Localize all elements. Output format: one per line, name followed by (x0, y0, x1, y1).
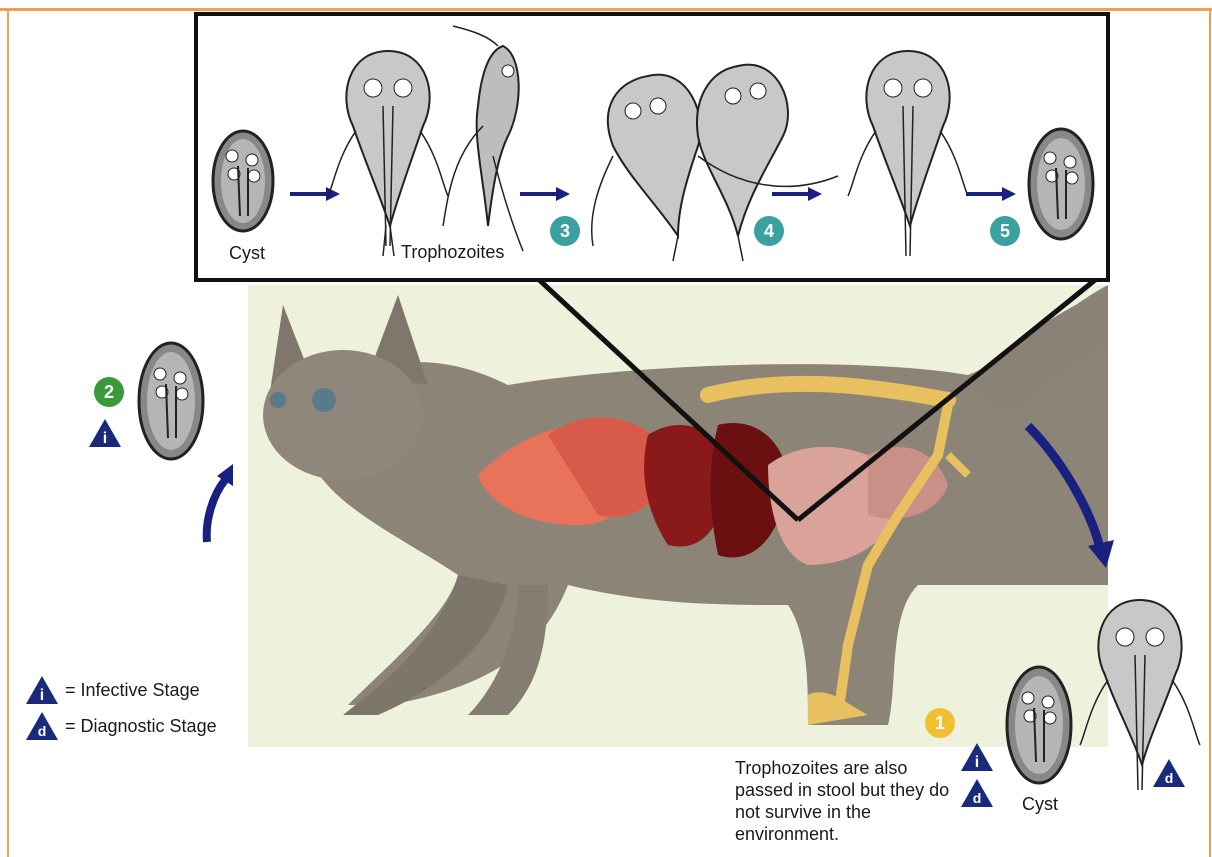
legend-diagnostic-text: = Diagnostic Stage (65, 716, 217, 737)
diagnostic-triangle-icon: d (1152, 758, 1186, 788)
arrow-icon (520, 184, 570, 204)
step-3-badge: 3 (550, 216, 580, 246)
trophozoite-note: Trophozoites are also passed in stool bu… (735, 757, 965, 845)
curved-arrow-down-icon (1020, 418, 1120, 568)
step-1-badge: 1 (925, 708, 955, 738)
legend-diagnostic: d = Diagnostic Stage (25, 711, 217, 741)
lifecycle-inset: Cyst Trophozoites 3 4 5 (194, 12, 1110, 282)
step-2-badge: 2 (94, 377, 124, 407)
cyst-drawing (136, 338, 206, 464)
svg-text:d: d (973, 790, 982, 806)
legend-infective-text: = Infective Stage (65, 680, 200, 701)
bottom-cyst-label: Cyst (1022, 794, 1058, 815)
diagnostic-triangle-icon: d (960, 778, 994, 808)
arrow-icon (966, 184, 1016, 204)
infective-triangle-icon: i (88, 418, 122, 448)
svg-text:i: i (40, 687, 44, 704)
step-4-badge: 4 (754, 216, 784, 246)
cyst-label: Cyst (229, 243, 265, 264)
cyst-drawing (1004, 662, 1074, 788)
svg-text:i: i (103, 430, 107, 447)
diagnostic-triangle-icon: d (25, 711, 59, 741)
cyst-drawing (1026, 124, 1096, 244)
trophozoite-drawing (328, 46, 448, 256)
svg-text:d: d (1165, 770, 1174, 786)
svg-text:d: d (38, 723, 47, 739)
infective-triangle-icon: i (25, 675, 59, 705)
curved-arrow-up-icon (195, 460, 245, 550)
legend-infective: i = Infective Stage (25, 675, 200, 705)
svg-text:i: i (975, 754, 979, 771)
step-5-badge: 5 (990, 216, 1020, 246)
trophozoite-drawing (848, 46, 968, 266)
trophozoites-label: Trophozoites (401, 242, 504, 263)
arrow-icon (772, 184, 822, 204)
infective-triangle-icon: i (960, 742, 994, 772)
trophozoite-side-drawing (443, 26, 543, 256)
dividing-trophozoite-drawing (588, 46, 838, 266)
cyst-drawing (208, 126, 278, 236)
